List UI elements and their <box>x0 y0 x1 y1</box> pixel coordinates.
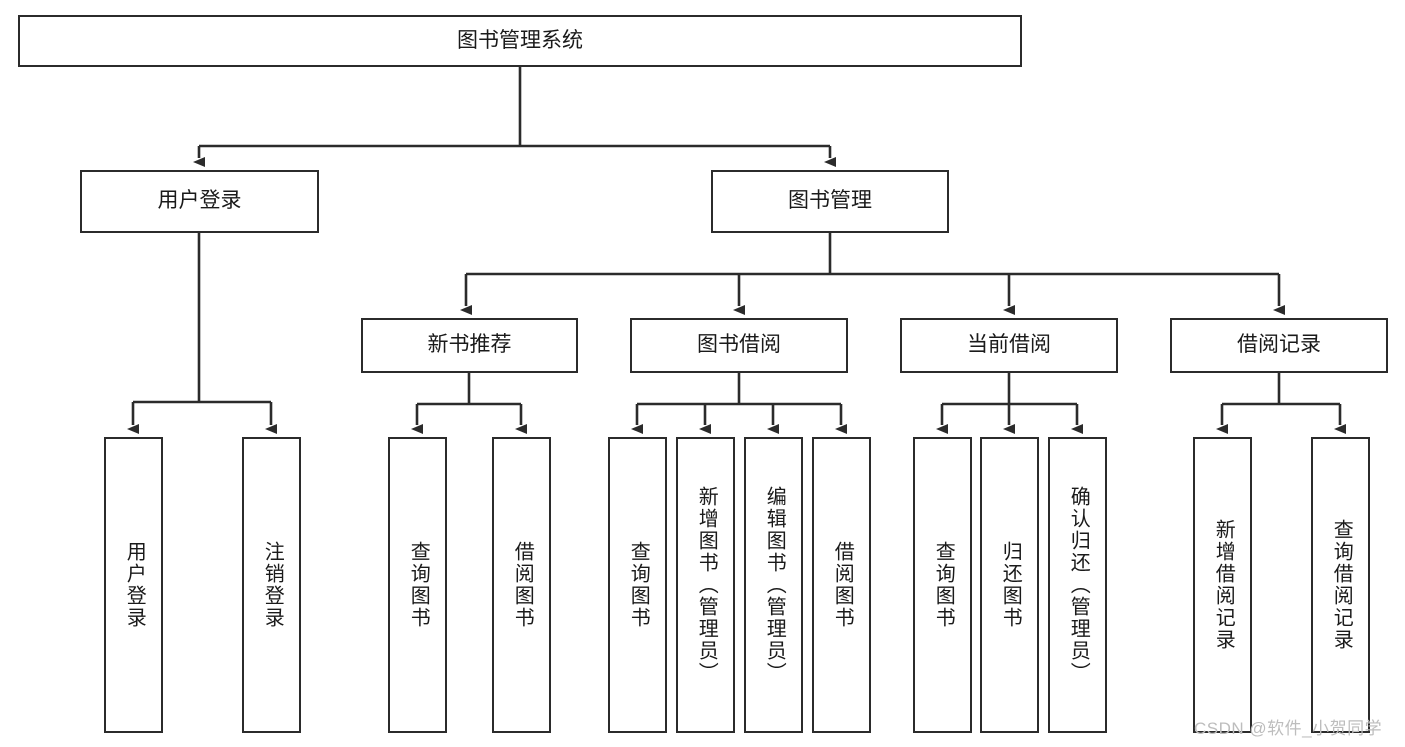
node-label: 借阅记录 <box>1237 333 1321 357</box>
node-book-borrow[interactable]: 图书借阅 <box>630 318 848 373</box>
node-user-login[interactable]: 用户登录 <box>80 170 319 233</box>
node-leaf-query-book-newbook[interactable]: 查询图书 <box>388 437 447 733</box>
node-leaf-add-book-admin[interactable]: 新增图书（管理员） <box>676 437 735 733</box>
borrow-book-connectors <box>631 373 847 434</box>
watermark-csdn: CSDN @软件_小贺同学 <box>1194 719 1383 738</box>
node-label: 查询图书 <box>932 541 955 629</box>
node-label: 查询借阅记录 <box>1330 519 1353 651</box>
node-label: 新书推荐 <box>427 333 512 357</box>
user-login-connectors <box>127 233 277 434</box>
node-leaf-user-login[interactable]: 用户登录 <box>104 437 163 733</box>
node-label: 归还图书 <box>999 541 1022 629</box>
node-label: 确认归还（管理员） <box>1067 486 1090 684</box>
node-label: 查询图书 <box>407 541 430 629</box>
node-leaf-query-book-borrow[interactable]: 查询图书 <box>608 437 667 733</box>
node-borrow-record[interactable]: 借阅记录 <box>1170 318 1388 373</box>
node-leaf-return-book[interactable]: 归还图书 <box>980 437 1039 733</box>
node-new-book-recommend[interactable]: 新书推荐 <box>361 318 578 373</box>
node-leaf-add-borrow-record[interactable]: 新增借阅记录 <box>1193 437 1252 733</box>
node-leaf-logout[interactable]: 注销登录 <box>242 437 301 733</box>
node-label: 当前借阅 <box>967 333 1051 357</box>
node-leaf-edit-book-admin[interactable]: 编辑图书（管理员） <box>744 437 803 733</box>
node-label: 用户登录 <box>123 541 146 629</box>
node-book-management[interactable]: 图书管理 <box>711 170 949 233</box>
current-borrow-connectors <box>936 373 1083 434</box>
borrow-record-connectors <box>1216 373 1346 434</box>
root-connectors <box>193 67 836 167</box>
node-label: 编辑图书（管理员） <box>763 486 786 684</box>
node-root-book-management-system[interactable]: 图书管理系统 <box>18 15 1022 67</box>
node-label: 图书管理系统 <box>457 28 583 52</box>
node-label: 查询图书 <box>627 541 650 629</box>
node-leaf-query-borrow-record[interactable]: 查询借阅记录 <box>1311 437 1370 733</box>
node-current-borrow[interactable]: 当前借阅 <box>900 318 1118 373</box>
node-label: 用户登录 <box>157 189 242 213</box>
node-leaf-query-book-current[interactable]: 查询图书 <box>913 437 972 733</box>
new-book-connectors <box>411 373 527 434</box>
node-leaf-borrow-book[interactable]: 借阅图书 <box>812 437 871 733</box>
node-leaf-confirm-return-admin[interactable]: 确认归还（管理员） <box>1048 437 1107 733</box>
node-label: 图书管理 <box>788 189 872 213</box>
node-leaf-borrow-book-newbook[interactable]: 借阅图书 <box>492 437 551 733</box>
node-label: 图书借阅 <box>697 333 781 357</box>
node-label: 借阅图书 <box>831 541 854 629</box>
node-label: 新增借阅记录 <box>1212 519 1235 651</box>
node-label: 借阅图书 <box>511 541 534 629</box>
node-label: 注销登录 <box>261 541 284 629</box>
book-manage-connectors <box>460 233 1285 315</box>
node-label: 新增图书（管理员） <box>695 486 718 684</box>
